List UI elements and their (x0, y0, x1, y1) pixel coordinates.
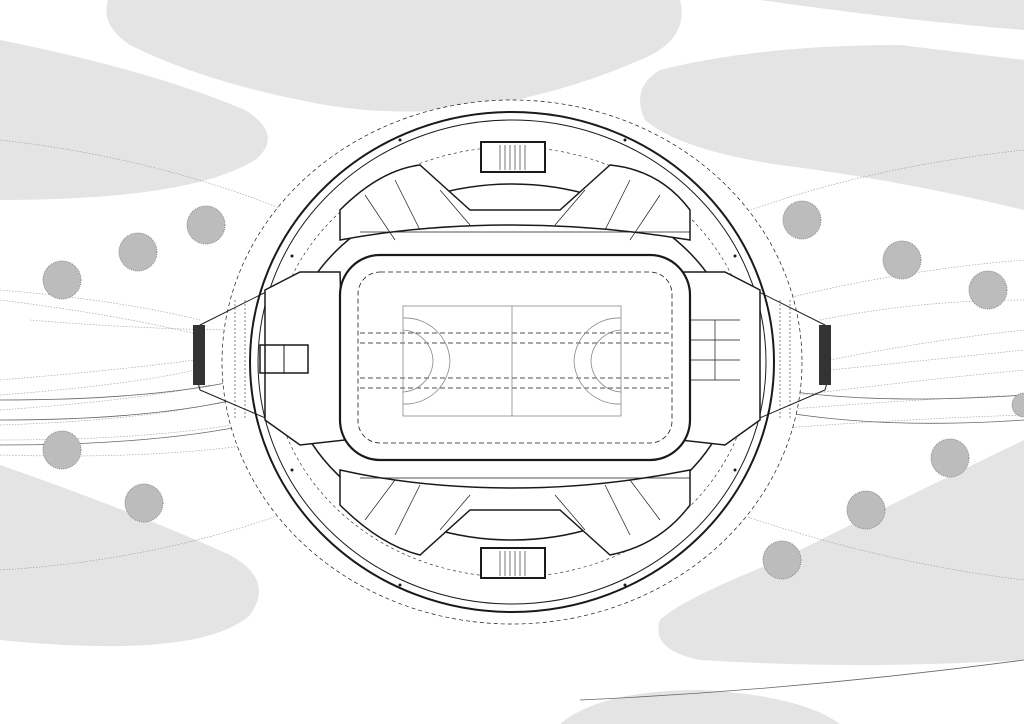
tree (762, 540, 802, 580)
arena (193, 99, 831, 625)
north-stair-core (480, 141, 546, 173)
landscape-blob-left (0, 465, 259, 647)
east-stair (819, 325, 831, 385)
west-stair (193, 325, 205, 385)
landscape-blob-right-bottom (658, 440, 1024, 665)
south-wing (339, 469, 691, 556)
seating-bowl (338, 253, 692, 462)
south-stair-core (480, 547, 546, 579)
tree (930, 438, 970, 478)
tree (186, 205, 226, 245)
landscape-blob-bottom (560, 690, 840, 724)
tree (118, 232, 158, 272)
tree (846, 490, 886, 530)
tree (1011, 392, 1024, 418)
landscape-blob-right-top (640, 45, 1024, 210)
tree (782, 200, 822, 240)
handball-court (402, 305, 622, 417)
tree (42, 260, 82, 300)
arena-floor (357, 271, 673, 444)
tree (42, 430, 82, 470)
outer-wall (249, 111, 775, 613)
landscape-blob-top-left (0, 40, 268, 200)
outer-wall-inner (257, 119, 767, 605)
landscape-blob-top (106, 0, 682, 112)
west-wing (264, 271, 346, 446)
north-wing (339, 164, 691, 241)
tree (882, 240, 922, 280)
trees (42, 200, 1024, 580)
tree (968, 270, 1008, 310)
east-wing (679, 271, 761, 446)
tree (124, 483, 164, 523)
landscape-blob-top-right-edge (760, 0, 1024, 30)
